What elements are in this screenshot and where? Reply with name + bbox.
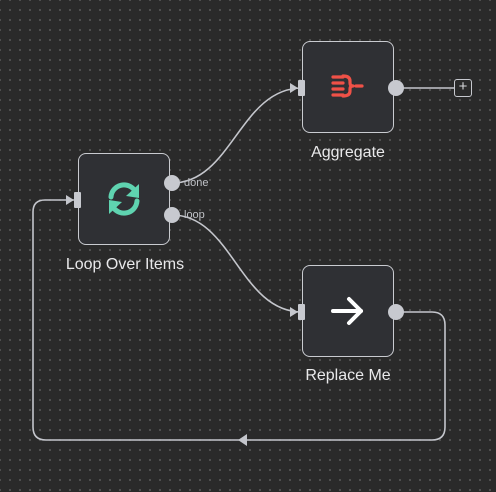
loop-over-items-loop-handle[interactable] [164,207,180,223]
connection-loop-to-replace-me[interactable] [171,214,303,313]
aggregate-input-handle[interactable] [298,80,305,96]
aggregate-output-handle[interactable] [388,80,404,96]
aggregate-input-arrow [290,83,298,93]
sync-icon [79,154,169,244]
replace-me-output-handle[interactable] [388,304,404,320]
replace-me-input-handle[interactable] [298,304,305,320]
node-label-aggregate: Aggregate [311,144,385,161]
node-replace-me[interactable] [302,265,394,357]
replace-me-input-arrow [290,307,298,317]
node-label-replace-me: Replace Me [305,367,391,384]
add-node-button[interactable]: + [454,79,472,97]
loop-over-items-done-handle[interactable] [164,175,180,191]
done-output-label: done [184,177,209,189]
connection-direction-arrow [238,434,247,446]
node-loop-over-items[interactable] [78,153,170,245]
node-aggregate[interactable] [302,41,394,133]
connection-done-to-aggregate[interactable] [171,87,303,184]
node-label-loop-over-items: Loop Over Items [65,256,185,273]
arrow-right-icon [303,266,393,356]
loop-over-items-input-handle[interactable] [74,192,81,208]
aggregate-icon [303,42,393,132]
loop-input-arrow [66,195,74,205]
loop-output-label: loop [184,209,205,221]
